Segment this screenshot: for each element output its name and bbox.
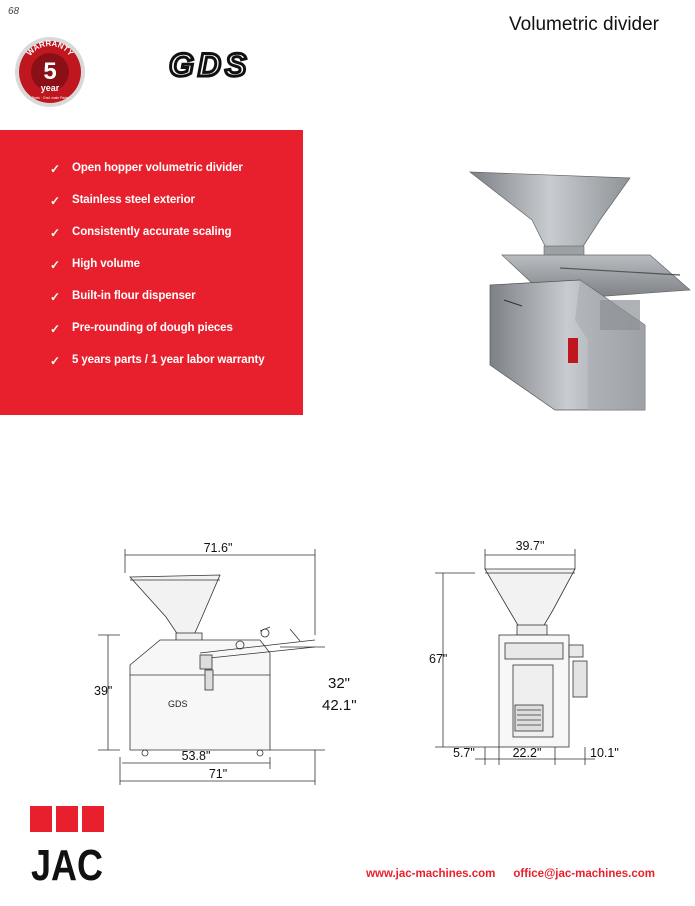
checkmark-icon: ✓ xyxy=(50,354,60,368)
feature-text: Consistently accurate scaling xyxy=(72,226,232,238)
badge-subtext: Parts · Gnd. main Parts xyxy=(32,96,69,100)
side-height-right-b: 42.1" xyxy=(322,697,357,714)
features-panel: ✓ Open hopper volumetric divider ✓ Stainles… xyxy=(0,130,303,415)
side-length-inner: 53.8" xyxy=(182,749,211,763)
gds-logo-text: GDS xyxy=(169,48,250,83)
feature-text: Open hopper volumetric divider xyxy=(72,162,243,174)
side-body-label: GDS xyxy=(168,699,188,709)
front-bottom-left: 5.7" xyxy=(453,746,475,760)
side-length-outer: 71" xyxy=(209,767,227,781)
checkmark-icon: ✓ xyxy=(50,322,60,336)
machine-photo xyxy=(468,171,691,411)
email-link[interactable]: office@jac-machines.com xyxy=(513,868,655,880)
checkmark-icon: ✓ xyxy=(50,194,60,208)
badge-number: 5 xyxy=(43,58,56,85)
feature-item: ✓ High volume xyxy=(50,258,265,290)
feature-text: High volume xyxy=(72,258,140,270)
website-link[interactable]: www.jac-machines.com xyxy=(366,868,496,880)
feature-item: ✓ Built-in flour dispenser xyxy=(50,290,265,322)
front-bottom-right: 10.1" xyxy=(590,746,619,760)
feature-text: Pre-rounding of dough pieces xyxy=(72,322,233,334)
checkmark-icon: ✓ xyxy=(50,226,60,240)
contact-info: www.jac-machines.com office@jac-machines.… xyxy=(366,868,655,880)
checkmark-icon: ✓ xyxy=(50,258,60,272)
side-height-right-a: 32" xyxy=(328,675,350,692)
side-width-top: 71.6" xyxy=(204,541,233,555)
warranty-badge: WARRANTY 5 year Parts · Gnd. main Parts xyxy=(15,37,85,107)
side-view-drawing: 71.6" 39" 32" 42.1" GDS 53.8" 71" xyxy=(94,541,357,785)
feature-text: Built-in flour dispenser xyxy=(72,290,196,302)
page-number: 68 xyxy=(8,6,20,17)
jac-logo: JAC xyxy=(30,806,104,884)
jac-logo-text: JAC xyxy=(31,841,103,884)
front-width-top: 39.7" xyxy=(516,539,545,553)
feature-item: ✓ Consistently accurate scaling xyxy=(50,226,265,258)
features-list: ✓ Open hopper volumetric divider ✓ Stainles… xyxy=(50,162,265,386)
badge-unit: year xyxy=(41,83,60,93)
feature-text: Stainless steel exterior xyxy=(72,194,195,206)
front-bottom-mid: 22.2" xyxy=(513,746,542,760)
feature-item: ✓ Stainless steel exterior xyxy=(50,194,265,226)
side-height-left: 39" xyxy=(94,684,112,698)
feature-item: ✓ Open hopper volumetric divider xyxy=(50,162,265,194)
feature-item: ✓ Pre-rounding of dough pieces xyxy=(50,322,265,354)
front-height-left: 67" xyxy=(429,652,447,666)
front-view-drawing: 39.7" 67" 5.7" 22.2" 10.1" xyxy=(429,539,619,765)
feature-text: 5 years parts / 1 year labor warranty xyxy=(72,354,265,366)
feature-item: ✓ 5 years parts / 1 year labor warranty xyxy=(50,354,265,386)
page-title: Volumetric divider xyxy=(509,14,659,35)
gds-logo: GDS xyxy=(168,48,250,84)
checkmark-icon: ✓ xyxy=(50,290,60,304)
checkmark-icon: ✓ xyxy=(50,162,60,176)
